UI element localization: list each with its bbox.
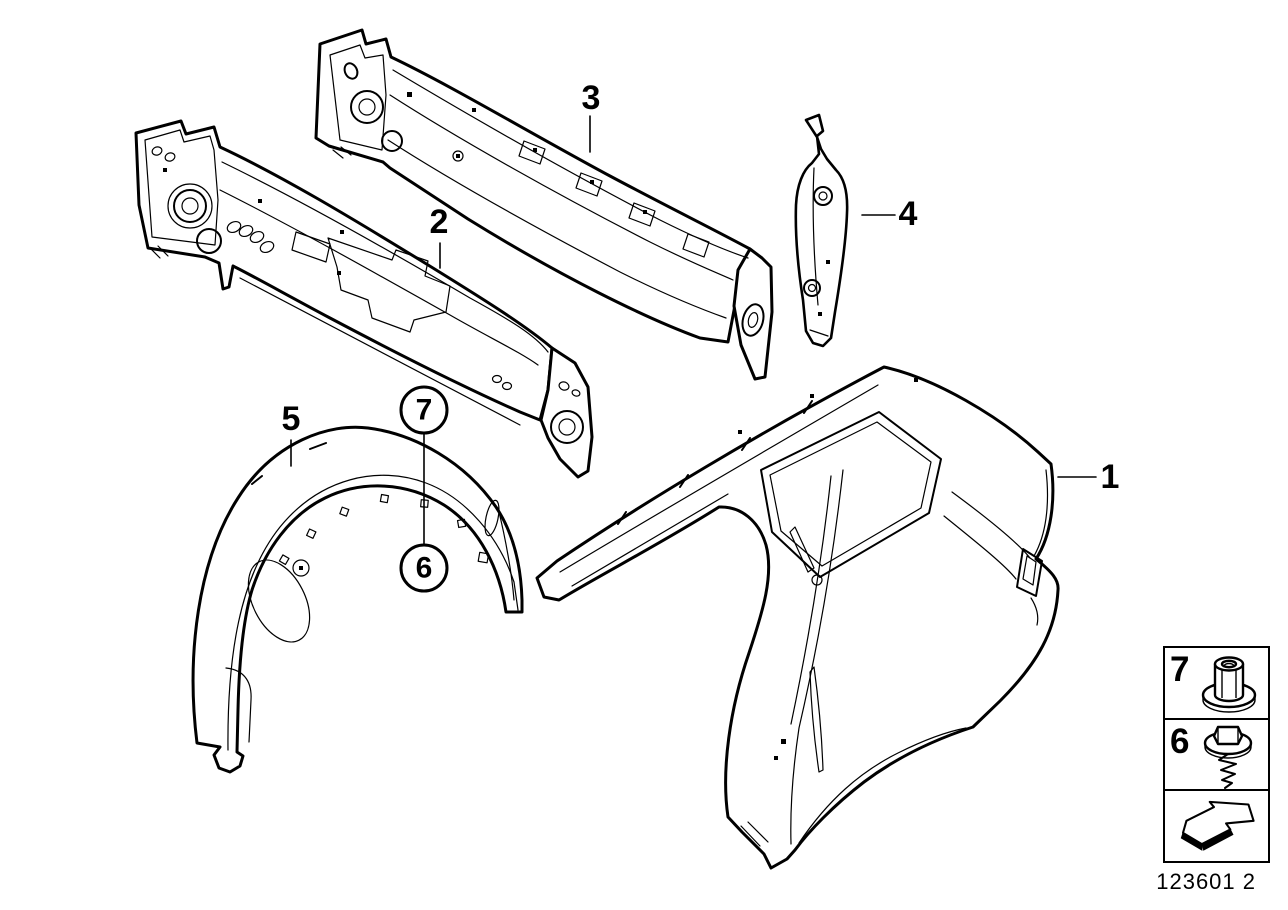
direction-arrow-icon (1180, 801, 1255, 852)
callout-6[interactable]: 6 (399, 543, 449, 593)
legend-row-nut: 7 (1165, 648, 1268, 720)
part-3-rear-panel-upper (314, 28, 774, 381)
callout-5[interactable]: 5 (281, 400, 301, 438)
part-4-bracket (794, 113, 849, 348)
callout-2[interactable]: 2 (429, 203, 449, 241)
legend-ref-7: 7 (1170, 650, 1190, 689)
legend-row-direction (1165, 791, 1268, 861)
part-1-quarter-panel (535, 365, 1060, 870)
callout-3[interactable]: 3 (581, 79, 601, 117)
fastener-legend: 7 6 (1163, 646, 1270, 863)
legend-row-screw: 6 (1165, 720, 1268, 792)
hex-screw-washer-icon (1203, 725, 1252, 789)
callout-leader-lines (290, 115, 1097, 569)
callout-1[interactable]: 1 (1100, 458, 1120, 496)
flange-nut-icon (1201, 656, 1256, 713)
callout-4[interactable]: 4 (898, 195, 918, 233)
callout-7[interactable]: 7 (399, 385, 449, 435)
diagram-number: 123601 2 (1156, 869, 1256, 894)
part-5-wheel-arch-liner (191, 425, 524, 774)
part-2-rear-panel-lower (134, 119, 594, 479)
legend-ref-6: 6 (1170, 721, 1190, 761)
